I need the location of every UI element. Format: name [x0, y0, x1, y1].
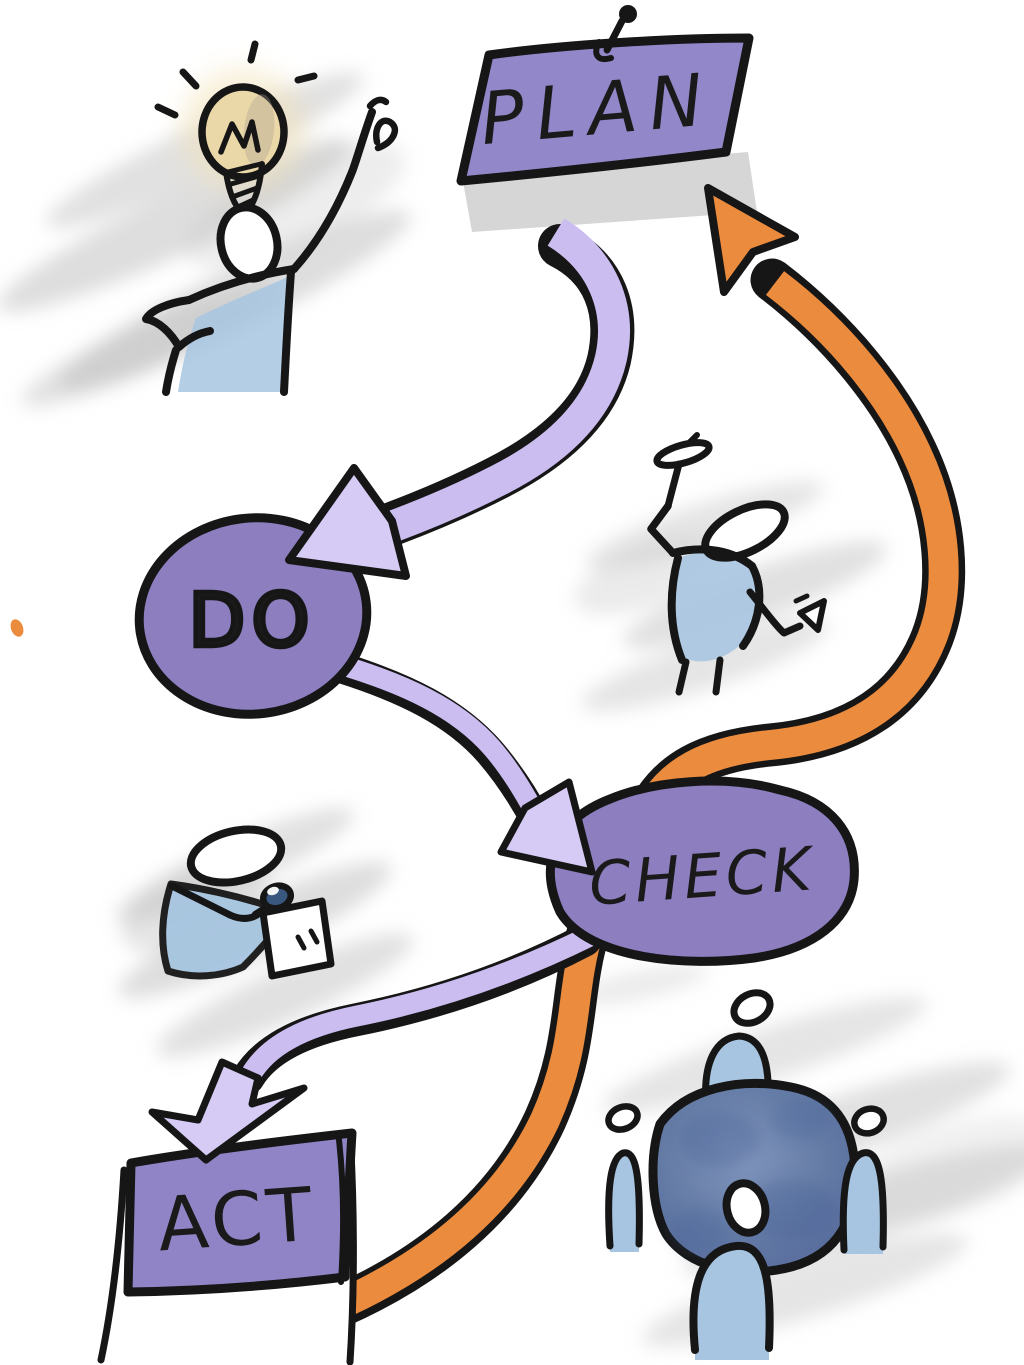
- arrow-plan-to-do: [285, 218, 635, 580]
- arrow-act-to-plan-head: [704, 184, 799, 296]
- chisel-line: [793, 593, 810, 604]
- table-texture: [670, 1100, 836, 1252]
- inspector-body: [159, 880, 294, 980]
- arrow-check-to-act-head: [148, 1058, 308, 1164]
- arrow-do-to-check-outline: [326, 652, 552, 836]
- act-pedestal-left-edge: [97, 1166, 128, 1364]
- arrow-do-to-check-fill: [335, 654, 549, 827]
- meeting-group: [605, 989, 887, 1360]
- worker-shirt: [672, 551, 760, 662]
- hammer-icon: [653, 432, 713, 510]
- idea-person-shirt: [178, 276, 290, 392]
- worker-person: [647, 432, 827, 696]
- arrow-check-to-act: [231, 923, 602, 1095]
- idea-person-torso-edges: [162, 268, 295, 396]
- arrow-do-to-check: [326, 652, 552, 836]
- idea-person: [142, 40, 399, 396]
- pin-hook: [593, 39, 614, 62]
- inspector-head: [186, 825, 286, 887]
- pin-needle: [603, 17, 626, 54]
- magnifier-icon: [252, 882, 294, 917]
- arrow-do-to-check-head: [497, 778, 596, 876]
- node-plan: PLAN: [456, 5, 754, 186]
- idea-person-shoulder: [185, 265, 298, 304]
- worker-front-arm: [746, 588, 804, 637]
- do-label: DO: [188, 578, 315, 664]
- idea-person-thumb-hand: [366, 96, 399, 152]
- arrow-check-to-act-fill: [240, 926, 595, 1082]
- node-do: DO: [134, 513, 372, 719]
- worker-arm-hammer: [647, 502, 677, 557]
- arrow-act-to-plan-fill: [339, 271, 959, 1316]
- act-banner: [123, 1128, 357, 1297]
- arrow-plan-to-do-fill: [388, 218, 630, 541]
- inspector-person: [159, 825, 335, 980]
- chisel-icon: [797, 598, 827, 633]
- plan-label: PLAN: [477, 57, 718, 161]
- arrow-act-to-plan: [318, 184, 966, 1328]
- idea-person-left-arm: [142, 296, 214, 351]
- plan-sign: [456, 33, 754, 186]
- worker-legs: [675, 656, 724, 696]
- act-label: ACT: [155, 1172, 319, 1269]
- act-banner-fold: [336, 1137, 347, 1285]
- person-left: [605, 1103, 643, 1252]
- worker-back-line: [669, 545, 756, 570]
- note-paper: [259, 897, 335, 980]
- idea-person-raised-arm: [290, 108, 376, 273]
- check-blob: [545, 776, 859, 966]
- person-bottom: [689, 1179, 774, 1360]
- person-right: [839, 1105, 887, 1254]
- node-act: ACT: [97, 1128, 357, 1365]
- stray-orange-dot: [10, 619, 24, 637]
- check-label: CHECK: [587, 834, 818, 920]
- node-check: CHECK: [545, 776, 859, 966]
- arrow-plan-to-do-head: [285, 464, 410, 580]
- inspector-collar: [168, 882, 234, 919]
